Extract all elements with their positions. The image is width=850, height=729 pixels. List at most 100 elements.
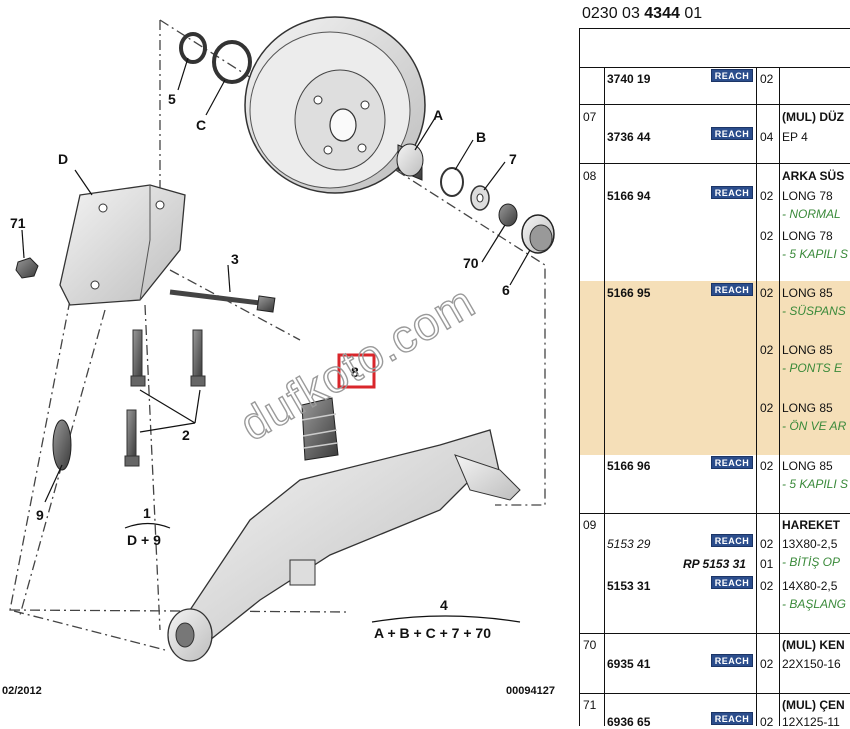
callout-7: 7 [509,151,517,167]
callout-c: C [196,117,206,133]
bump-stop-8 [301,397,339,461]
part-note: - SÜSPANS [782,304,846,318]
part-desc: 22X150-16 [782,657,841,671]
ref-suffix: 01 [679,5,703,22]
part-title: ARKA SÜS [782,169,845,183]
position-number: 71 [583,698,597,712]
callout-9: 9 [36,507,44,523]
grid-line [579,693,850,694]
footer-code: 00094127 [506,685,555,697]
callout-2: 2 [182,427,190,443]
part-desc: 13X80-2,5 [782,537,838,551]
reach-badge: REACH [711,712,753,725]
part-desc: LONG 85 [782,401,833,415]
nut-71 [15,257,39,279]
callout-71: 71 [10,215,26,231]
part-qty: 02 [760,401,774,415]
part-ref[interactable]: 5166 94 [607,189,651,203]
formula-4-brace [371,615,521,623]
grid-line [579,633,850,634]
reach-badge: REACH [711,456,753,469]
footer-date: 02/2012 [2,685,42,697]
part-ref[interactable]: 3736 44 [607,130,651,144]
callout-70: 70 [463,255,479,271]
doc-reference: 0230 03 4344 01 [579,0,850,28]
grid-line [579,104,850,105]
part-ref[interactable]: 5166 96 [607,459,651,473]
part-qty: 02 [760,189,774,203]
callout-d: D [58,151,68,167]
part-desc: 12X125-11 [782,715,840,729]
part-ref-replacement[interactable]: RP 5153 31 [683,557,746,571]
part-qty: 02 [760,229,774,243]
bolt-3 [169,289,276,313]
part-note: - BAŞLANG [782,597,847,611]
hub-cap-6 [521,214,555,254]
part-qty: 02 [760,537,774,551]
position-number: 08 [583,169,597,183]
part-qty: 02 [760,286,774,300]
reach-badge: REACH [711,534,753,547]
grid-line [579,28,580,726]
screws-2 [124,329,206,467]
part-note: - PONTS E [782,361,843,375]
part-ref[interactable]: 6936 65 [607,715,651,729]
reach-badge: REACH [711,186,753,199]
part-ref[interactable]: 5153 31 [607,579,651,593]
part-desc: EP 4 [782,130,808,144]
pad-9 [52,419,72,471]
part-note: - 5 KAPILI S [782,477,849,491]
part-ref[interactable]: 3740 19 [607,72,651,86]
callout-1: 1 [143,505,151,521]
ring-b [440,167,464,197]
part-desc: LONG 85 [782,459,833,473]
reach-badge: REACH [711,283,753,296]
part-qty: 02 [760,715,774,729]
position-number: 07 [583,110,597,124]
grid-line [779,67,780,726]
diagram-svg: 5 C D 71 3 A B 7 70 6 2 9 8 1 D + 9 4 A … [2,16,555,697]
seal-5 [179,32,207,64]
part-title: (MUL) DÜZ [782,110,844,124]
reach-badge: REACH [711,69,753,82]
leader-lines [21,57,531,503]
part-qty: 01 [760,557,774,571]
exploded-diagram: 5 C D 71 3 A B 7 70 6 2 9 8 1 D + 9 4 A … [2,16,555,697]
brake-drum [244,16,426,194]
part-ref[interactable]: 6935 41 [607,657,651,671]
reach-badge: REACH [711,654,753,667]
seal-c [212,40,252,84]
reach-badge: REACH [711,127,753,140]
part-desc: LONG 78 [782,189,833,203]
nut-70 [498,203,518,227]
position-number: 70 [583,638,597,652]
part-title: (MUL) KEN [782,638,845,652]
formula-1: D + 9 [127,532,161,548]
part-note: - BİTİŞ OP [782,555,841,569]
grid-line [604,67,605,726]
washer-7 [470,185,490,211]
part-ref[interactable]: 5153 29 [607,537,651,551]
callout-8-highlight [337,353,376,389]
part-desc: LONG 85 [782,343,833,357]
grid-line [579,513,850,514]
formula-4: A + B + C + 7 + 70 [374,625,491,641]
grid-line [579,163,850,164]
ref-bold: 4344 [644,5,680,22]
ref-prefix: 0230 03 [582,5,645,22]
row-highlight [579,281,850,455]
part-desc: LONG 85 [782,286,833,300]
parts-table: 0230 03 4344 01 3740 19 REACH 02 07 (MUL… [579,0,850,729]
part-desc: 14X80-2,5 [782,579,838,593]
part-qty: 02 [760,657,774,671]
callout-a: A [433,107,443,123]
callout-5: 5 [168,91,176,107]
reach-badge: REACH [711,576,753,589]
callout-b: B [476,129,486,145]
grid-line [579,28,850,29]
part-note: - NORMAL [782,207,841,221]
callout-8: 8 [351,364,359,380]
part-ref-selected[interactable]: 5166 95 [607,286,651,300]
part-qty: 04 [760,130,774,144]
part-qty: 02 [760,343,774,357]
